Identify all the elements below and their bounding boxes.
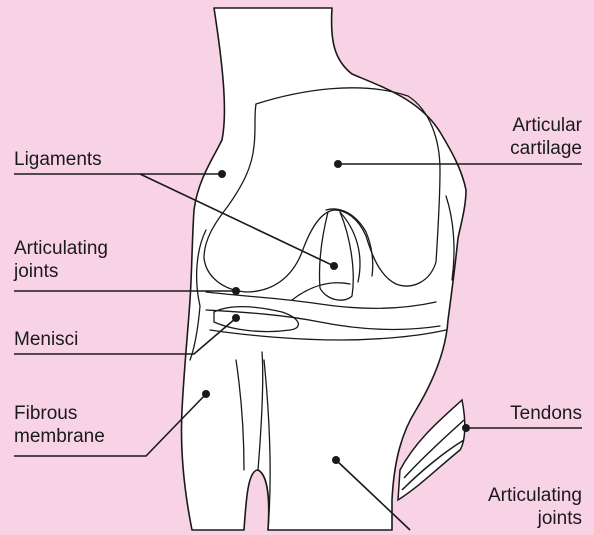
label-menisci-text: Menisci [14,329,78,350]
label-menisci: Menisci [14,328,78,351]
dot-fibrous-membrane [202,390,210,398]
label-fibrous-membrane-line2: membrane [14,425,105,448]
label-articulating-joints-left-line1: Articulating [14,237,108,260]
label-articular-cartilage: Articular cartilage [510,114,582,160]
label-articular-cartilage-line2: cartilage [510,137,582,160]
label-articulating-joints-right: Articulating joints [488,484,582,530]
label-articulating-joints-right-line1: Articulating [488,484,582,507]
dot-ligaments [218,170,226,178]
dot-cruciate [330,262,338,270]
dot-menisci [232,314,240,322]
label-tendons-text: Tendons [510,403,582,424]
label-tendons: Tendons [510,402,582,425]
label-fibrous-membrane-line1: Fibrous [14,402,105,425]
dot-tendons [462,424,470,432]
dot-articular-cartilage [334,160,342,168]
label-articulating-joints-left: Articulating joints [14,237,108,283]
label-ligaments: Ligaments [14,148,102,171]
label-articulating-joints-right-line2: joints [488,507,582,530]
label-articulating-joints-left-line2: joints [14,260,108,283]
label-fibrous-membrane: Fibrous membrane [14,402,105,448]
dot-articulating-joints-left [232,287,240,295]
label-ligaments-text: Ligaments [14,149,102,170]
label-articular-cartilage-line1: Articular [510,114,582,137]
dot-articulating-joints-right [332,456,340,464]
